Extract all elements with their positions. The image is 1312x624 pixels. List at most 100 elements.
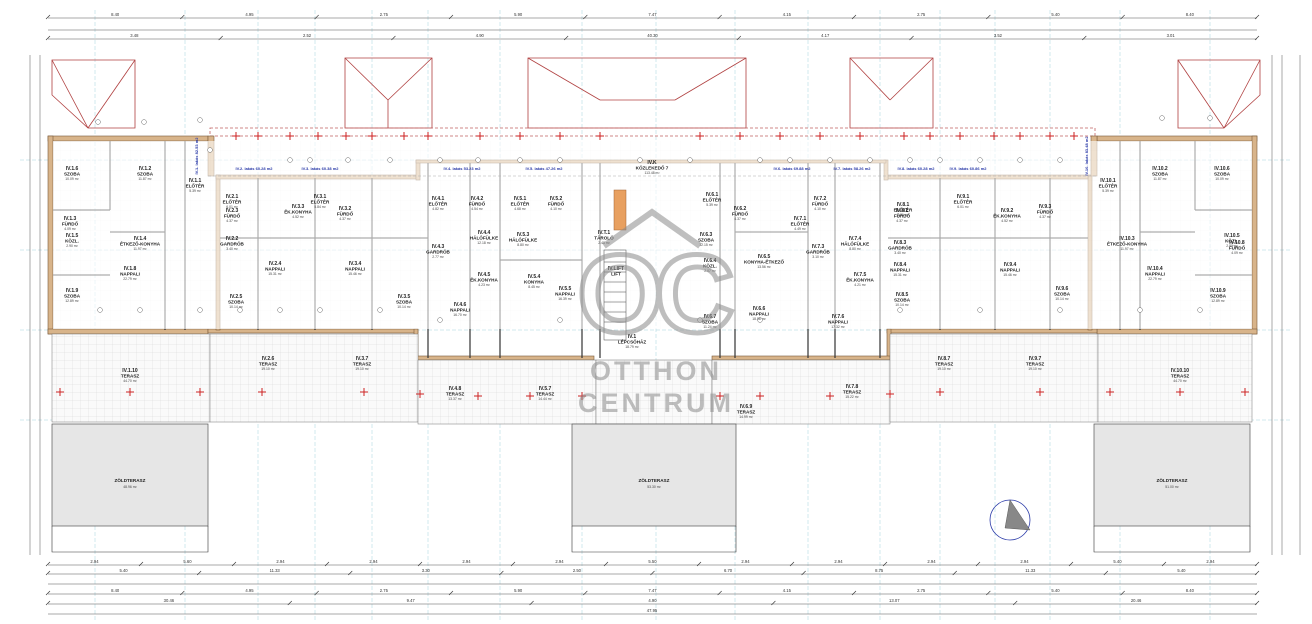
room-area: 4.37 m² [226, 219, 238, 223]
room-name: ELŐTÉR [223, 198, 242, 205]
dimension-label: 3.01 [1167, 33, 1176, 38]
room-area: 12.89 m² [65, 299, 79, 303]
section-marker-icon [1137, 307, 1143, 313]
dimension-label: 4.90 [476, 33, 485, 38]
room-code: IV.1.8 [124, 266, 137, 272]
room-area: 3.40 m² [894, 251, 906, 255]
dimension-label: 2.94 [834, 559, 843, 564]
room-name: NAPPALI [1145, 272, 1165, 277]
room-code: IV.8.1 [897, 202, 910, 208]
room-area: 17.32 m² [831, 325, 845, 329]
column-marker-icon [578, 392, 586, 400]
apartment-label: IV.6. lakás 69.88 m2 [774, 166, 812, 171]
room-name: FÜRDŐ [1229, 245, 1246, 251]
section-marker-icon [1057, 157, 1063, 163]
north-arrow-icon [989, 499, 1031, 541]
room-area: 18.96 m² [752, 317, 766, 321]
room-code: IV.9.3 [1039, 204, 1052, 210]
green-terrace-labels: ZÖLDTERASZ 48.96 m² ZÖLDTERASZ 53.30 m² … [115, 477, 1188, 489]
dimension-label: 8.75 [875, 568, 884, 573]
room-code: IV.5.2 [550, 196, 563, 202]
room-name: SZOBA [396, 300, 413, 305]
room-code: IV.K [647, 160, 657, 166]
room-area: 8.45 m² [528, 285, 540, 289]
dimension-label: 2.75 [917, 588, 926, 593]
room-code: IV.10.9 [1210, 288, 1226, 294]
dimension-label: 2.94 [927, 559, 936, 564]
room-code: IV.7.8 [846, 384, 859, 390]
room-code: IV.3.1 [314, 194, 327, 200]
column-marker-icon [756, 392, 764, 400]
watermark-logo-letters: OC [578, 233, 733, 356]
column-marker-icon [400, 132, 408, 140]
apartment-label: IV.4. lakás 53.23 m2 [444, 166, 482, 171]
room-name: SZOBA [64, 294, 81, 299]
room-name: ÉK.KONYHA [993, 212, 1021, 219]
room-code: IV.1.9 [66, 288, 79, 294]
room-area: 11.97 m² [133, 247, 147, 251]
section-marker-icon [287, 157, 293, 163]
dimension-label: 4.17 [821, 33, 830, 38]
section-marker-icon [977, 157, 983, 163]
section-marker-icon [557, 157, 563, 163]
section-marker-icon [437, 317, 443, 323]
room-name: TERASZ [935, 362, 954, 367]
room-area: 19.10 m² [1028, 367, 1042, 371]
column-markers [56, 132, 1249, 400]
column-marker-icon [716, 392, 724, 400]
room-code: IV.8.5 [896, 292, 909, 298]
room-code: IV.7.5 [854, 272, 867, 278]
room-area: 18.79 m² [625, 345, 639, 349]
section-marker-icon [277, 307, 283, 313]
room-area: 44.70 m² [1173, 379, 1187, 383]
room-name: NAPPALI [555, 292, 575, 297]
room-area: 19.10 m² [937, 367, 951, 371]
green-terrace-name: ZÖLDTERASZ [115, 477, 146, 483]
room-name: ELŐTÉR [954, 198, 973, 205]
room-name: FÜRDŐ [894, 213, 911, 219]
room-name: TERASZ [446, 392, 465, 397]
room-code: IV.1.10 [122, 368, 138, 374]
room-name: NAPPALI [345, 267, 365, 272]
green-terrace-area: 53.30 m² [647, 485, 661, 489]
section-marker-icon [1207, 115, 1213, 121]
column-marker-icon [196, 388, 204, 396]
room-area: 4.09 m² [64, 227, 76, 231]
dimension-label: 3.48 [130, 33, 139, 38]
room-area: 14.99 m² [739, 415, 753, 419]
room-area: 8.80 m² [849, 247, 861, 251]
dimension-label: 3.30 [422, 568, 431, 573]
room-name: TERASZ [259, 362, 278, 367]
section-marker-icon [757, 317, 763, 323]
room-name: TERASZ [121, 374, 140, 379]
room-name: ÉK.KONYHA [284, 208, 312, 215]
section-marker-icon [977, 307, 983, 313]
room-area: 2.77 m² [432, 255, 444, 259]
room-name: GARDRÓB [220, 240, 244, 247]
room-area: 14.44 m² [538, 397, 552, 401]
room-name: ELŐTÉR [894, 206, 913, 213]
room-name: ÉTKEZŐ-KONYHA [1107, 240, 1148, 247]
room-name: TERASZ [1171, 374, 1190, 379]
room-name: NAPPALI [828, 320, 848, 325]
